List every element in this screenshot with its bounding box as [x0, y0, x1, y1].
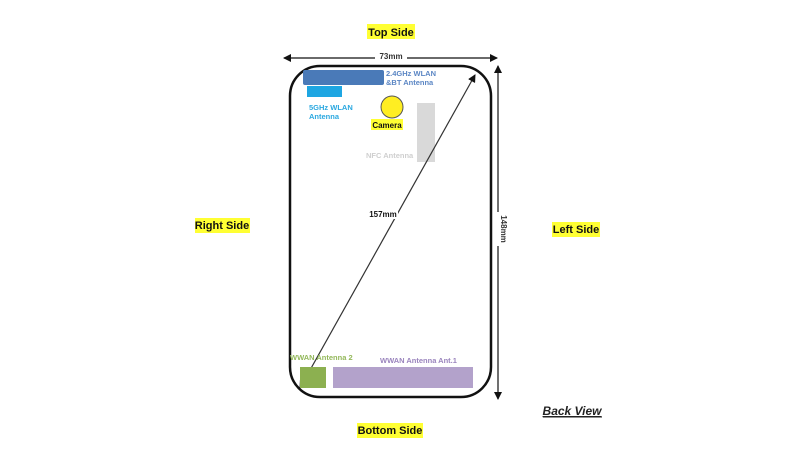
- wwan-antenna-1: [333, 367, 473, 388]
- diagonal-label-bg: [368, 209, 398, 219]
- diagonal-dimension-arrow: [299, 74, 476, 389]
- wlan-24ghz-antenna: [303, 70, 384, 85]
- wlan-24ghz-label-1: 2.4GHz WLAN: [386, 69, 436, 78]
- bottom-side-label: Bottom Side: [358, 425, 423, 437]
- wwan-2-label: WWAN Antenna 2: [290, 353, 353, 362]
- camera-icon: [380, 95, 404, 119]
- diagonal-label: 157mm: [369, 210, 397, 219]
- bottom-side-highlight: [357, 423, 423, 438]
- wwan-1-label: WWAN Antenna Ant.1: [380, 356, 457, 365]
- wlan-5ghz-label-2: Antenna: [309, 112, 340, 121]
- back-view-label: Back View: [543, 404, 603, 418]
- wwan-antenna-2: [300, 367, 326, 388]
- camera-label: Camera: [372, 121, 402, 130]
- phone-outline: [288, 64, 493, 399]
- left-side-label: Left Side: [553, 224, 599, 236]
- height-label-bg: [495, 212, 503, 246]
- top-side-highlight: [367, 24, 415, 39]
- wlan-5ghz-label-1: 5GHz WLAN: [309, 103, 353, 112]
- left-side-highlight: [552, 222, 600, 237]
- wlan-5ghz-antenna: [307, 86, 342, 97]
- width-label-bg: [375, 52, 407, 60]
- width-label: 73mm: [379, 52, 402, 61]
- right-side-label: Right Side: [195, 220, 249, 232]
- top-side-label: Top Side: [368, 27, 414, 39]
- nfc-label: NFC Antenna: [366, 151, 414, 160]
- wlan-24ghz-label-2: &BT Antenna: [386, 78, 434, 87]
- height-label: 148mm: [499, 215, 508, 243]
- right-side-highlight: [195, 218, 250, 233]
- nfc-antenna: [417, 103, 435, 162]
